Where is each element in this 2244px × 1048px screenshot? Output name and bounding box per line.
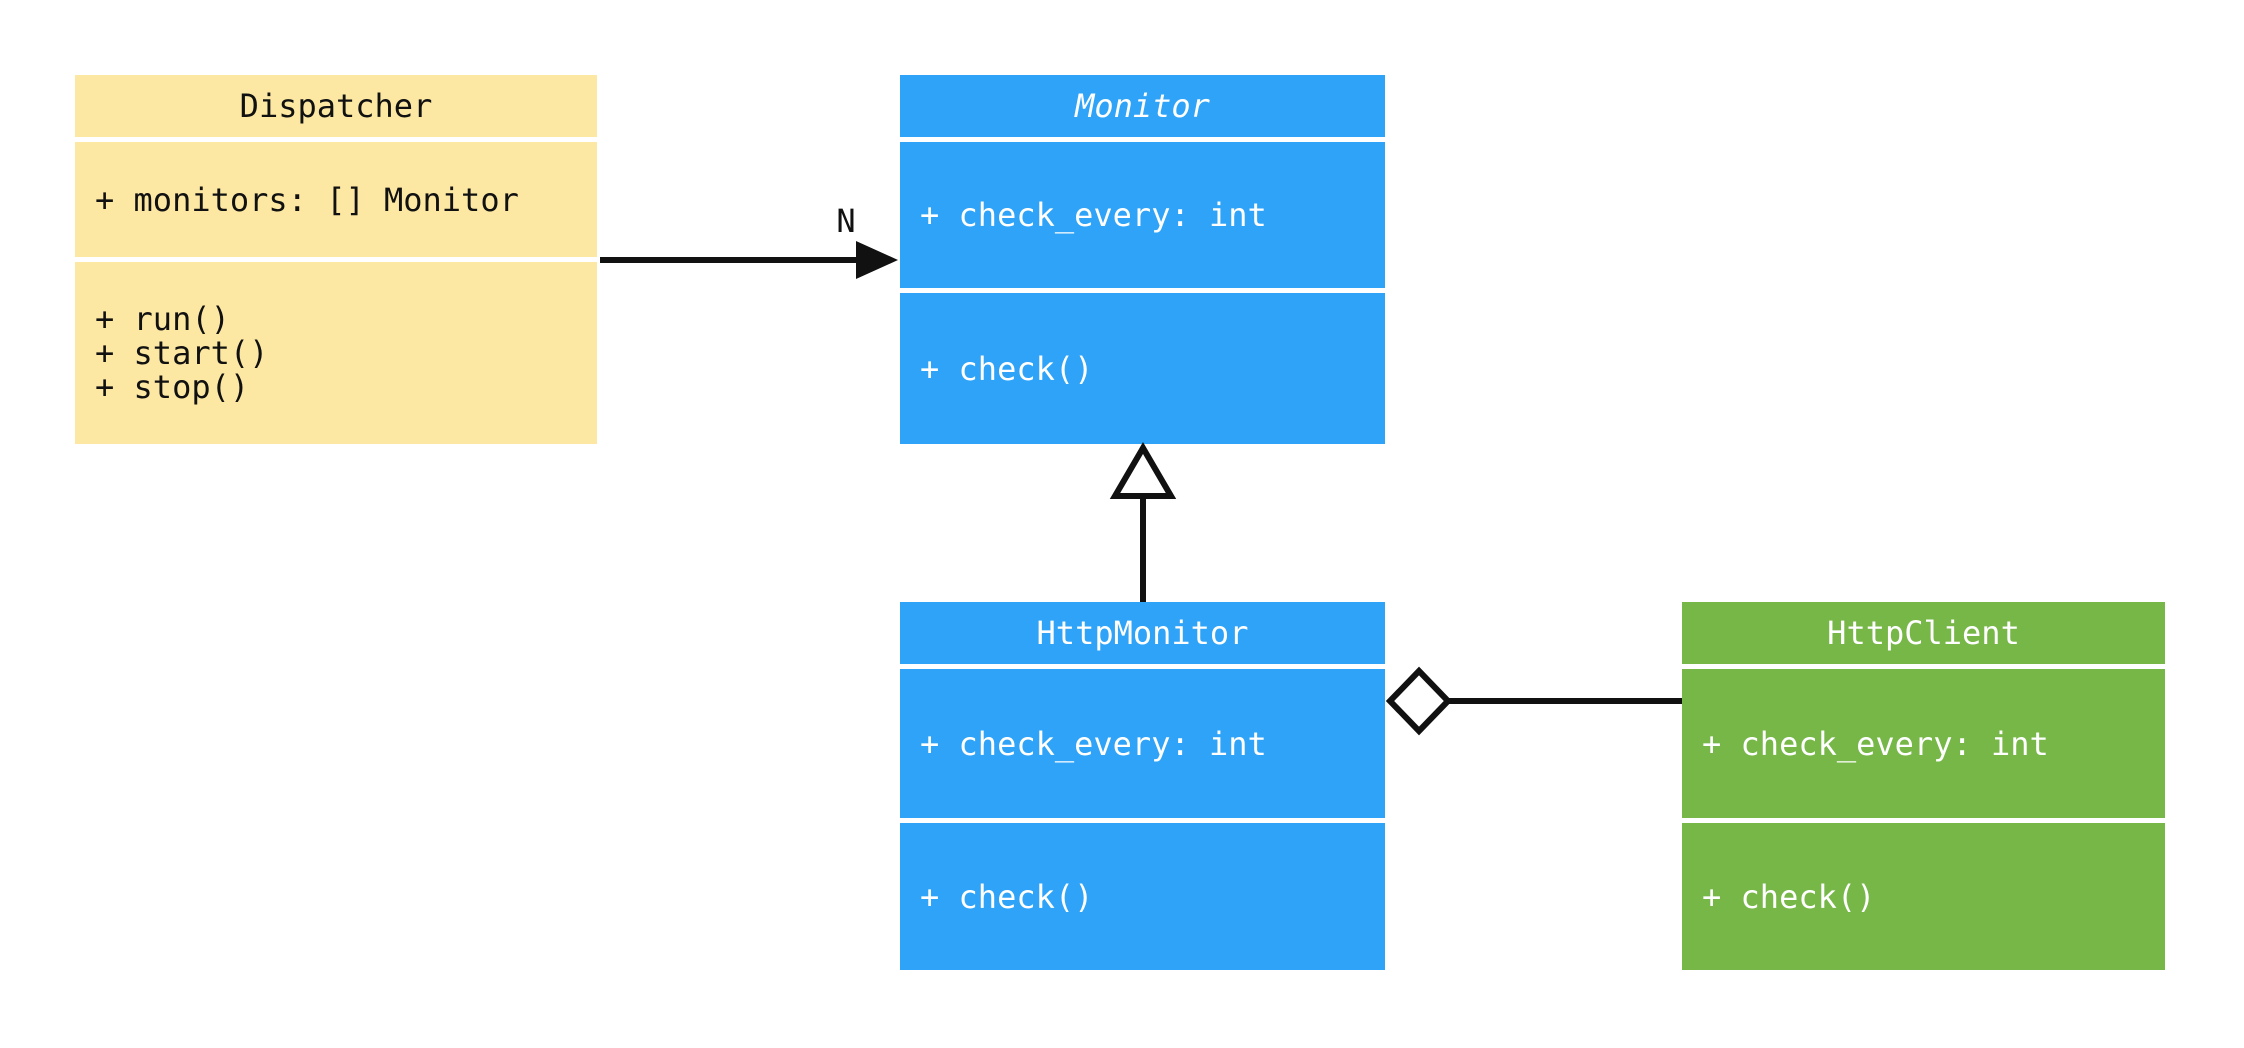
method-line: + check() (920, 877, 1094, 916)
attribute-line: + check_every: int (1702, 724, 2049, 763)
association-arrowhead-icon (856, 241, 898, 279)
class-box-dispatcher: Dispatcher + monitors: [] Monitor + run(… (75, 75, 597, 444)
class-methods-section: + check() (900, 293, 1385, 444)
class-attributes-section: + check_every: int (1682, 669, 2165, 818)
class-attributes-section: + check_every: int (900, 669, 1385, 818)
inheritance-triangle-icon (1109, 442, 1177, 499)
association-multiplicity-label: N (836, 202, 856, 240)
class-name: HttpClient (1827, 614, 2020, 652)
class-box-httpclient: HttpClient + check_every: int + check() (1682, 602, 2165, 970)
class-attributes-section: + check_every: int (900, 142, 1385, 288)
aggregation-diamond-icon (1385, 666, 1453, 736)
class-title-bar: Monitor (900, 75, 1385, 137)
class-methods-section: + check() (1682, 823, 2165, 970)
class-methods-section: + run() + start() + stop() (75, 262, 597, 444)
class-title-bar: HttpClient (1682, 602, 2165, 664)
class-name: Dispatcher (239, 87, 433, 125)
class-methods-section: + check() (900, 823, 1385, 970)
class-attributes-section: + monitors: [] Monitor (75, 142, 597, 257)
class-title-bar: Dispatcher (75, 75, 597, 137)
method-line: + run() (95, 300, 230, 338)
class-box-httpmonitor: HttpMonitor + check_every: int + check() (900, 602, 1385, 970)
method-line: + start() (95, 334, 269, 372)
method-line: + stop() (95, 368, 250, 406)
class-box-monitor: Monitor + check_every: int + check() (900, 75, 1385, 444)
attribute-line: + monitors: [] Monitor (95, 180, 519, 219)
class-name: HttpMonitor (1036, 614, 1249, 652)
attribute-line: + check_every: int (920, 724, 1267, 763)
attribute-line: + check_every: int (920, 196, 1267, 234)
class-title-bar: HttpMonitor (900, 602, 1385, 664)
class-name: Monitor (1075, 87, 1210, 125)
method-line: + check() (1702, 877, 1876, 916)
method-line: + check() (920, 349, 1094, 388)
